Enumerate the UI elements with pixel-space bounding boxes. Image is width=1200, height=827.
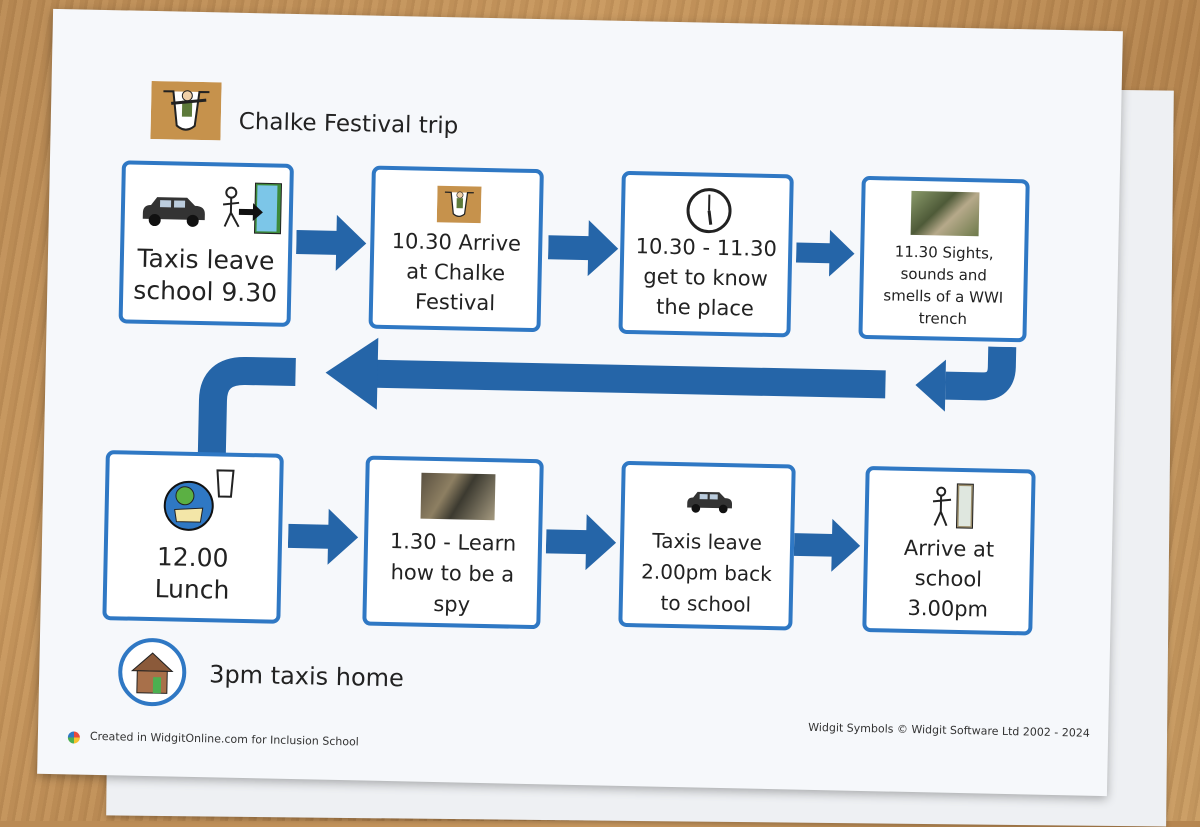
arrow-right-icon [796,223,857,284]
step-1-line-2: school 9.30 [123,274,288,309]
step-card-8: Arrive at school 3.00pm [862,466,1035,636]
step-7-line-1: Taxis leave [624,525,791,559]
schedule-sheet: Chalke Festival trip Taxis leave school … [37,9,1123,796]
page-title: Chalke Festival trip [239,109,459,140]
step-6-line-3: spy [366,588,537,623]
step-5-line-1: 12.00 [107,540,278,576]
clock-icon [685,186,734,235]
trench-photo [911,191,980,236]
step-3-line-2: get to know [623,261,788,294]
step-8-line-3: 3.00pm [866,592,1029,625]
step-card-1: Taxis leave school 9.30 [119,160,294,327]
step-card-4: 11.30 Sights, sounds and smells of a WWI… [858,176,1029,342]
house-icon [117,636,188,707]
step-2-line-1: 10.30 Arrive [374,226,539,259]
step-2-line-2: at Chalke [373,256,538,289]
arrow-right-icon [793,515,862,576]
step-card-6: 1.30 - Learn how to be a spy [362,456,544,630]
spy-photo [421,473,496,521]
home-text: 3pm taxis home [209,660,404,692]
step-card-2: 10.30 Arrive at Chalke Festival [369,166,544,333]
step-2-line-3: Festival [373,286,538,319]
arrow-right-icon [296,212,369,273]
step-4-line-3: smells of a WWI [863,284,1023,309]
step-1-line-1: Taxis leave [124,242,289,277]
step-5-line-2: Lunch [107,572,278,608]
arrow-right-icon [288,506,361,567]
footer-right: Widgit Symbols © Widgit Software Ltd 200… [808,721,1090,740]
arrow-right-icon [548,217,621,278]
step-8-line-2: school [867,562,1030,595]
step-3-line-1: 10.30 - 11.30 [624,231,789,264]
step-card-3: 10.30 - 11.30 get to know the place [618,171,793,338]
step-card-7: Taxis leave 2.00pm back to school [618,461,795,631]
arrow-right-icon [545,511,618,572]
arrive-icon [926,481,977,530]
taxi-icon [137,191,210,228]
lunch-icon [158,465,241,533]
step-8-line-1: Arrive at [868,532,1031,565]
step-4-line-4: trench [863,306,1023,331]
trench-icon [437,185,482,224]
footer-left: Created in WidgitOnline.com for Inclusio… [90,730,359,749]
trench-icon [150,81,221,140]
step-card-5: 12.00 Lunch [102,450,284,624]
widgit-logo-icon [68,731,80,743]
leaving-icon [216,178,287,237]
step-7-line-2: 2.00pm back [623,556,790,590]
step-6-line-2: how to be a [367,557,538,592]
step-6-line-1: 1.30 - Learn [368,526,539,561]
taxi-icon [683,486,736,515]
step-3-line-3: the place [623,291,788,324]
step-7-line-3: to school [622,587,789,621]
